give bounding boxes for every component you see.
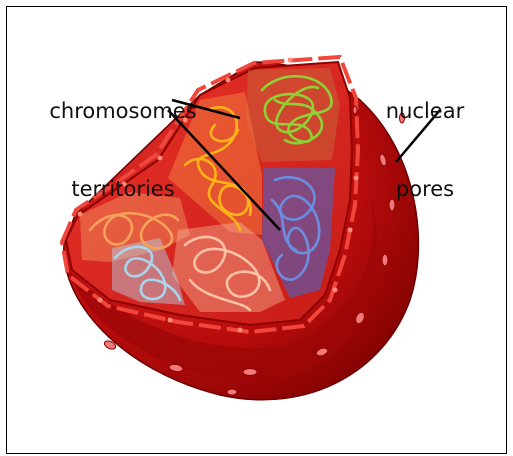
label-pores-line2: pores — [380, 176, 470, 202]
label-pores-line1: nuclear — [380, 98, 470, 124]
label-chromosome-territories: chromosomes territories — [38, 46, 208, 228]
label-nuclear-pores: nuclear pores — [380, 46, 470, 228]
label-territories-line1: chromosomes — [38, 98, 208, 124]
territory-panel-green — [246, 68, 340, 162]
label-territories-line2: territories — [38, 176, 208, 202]
